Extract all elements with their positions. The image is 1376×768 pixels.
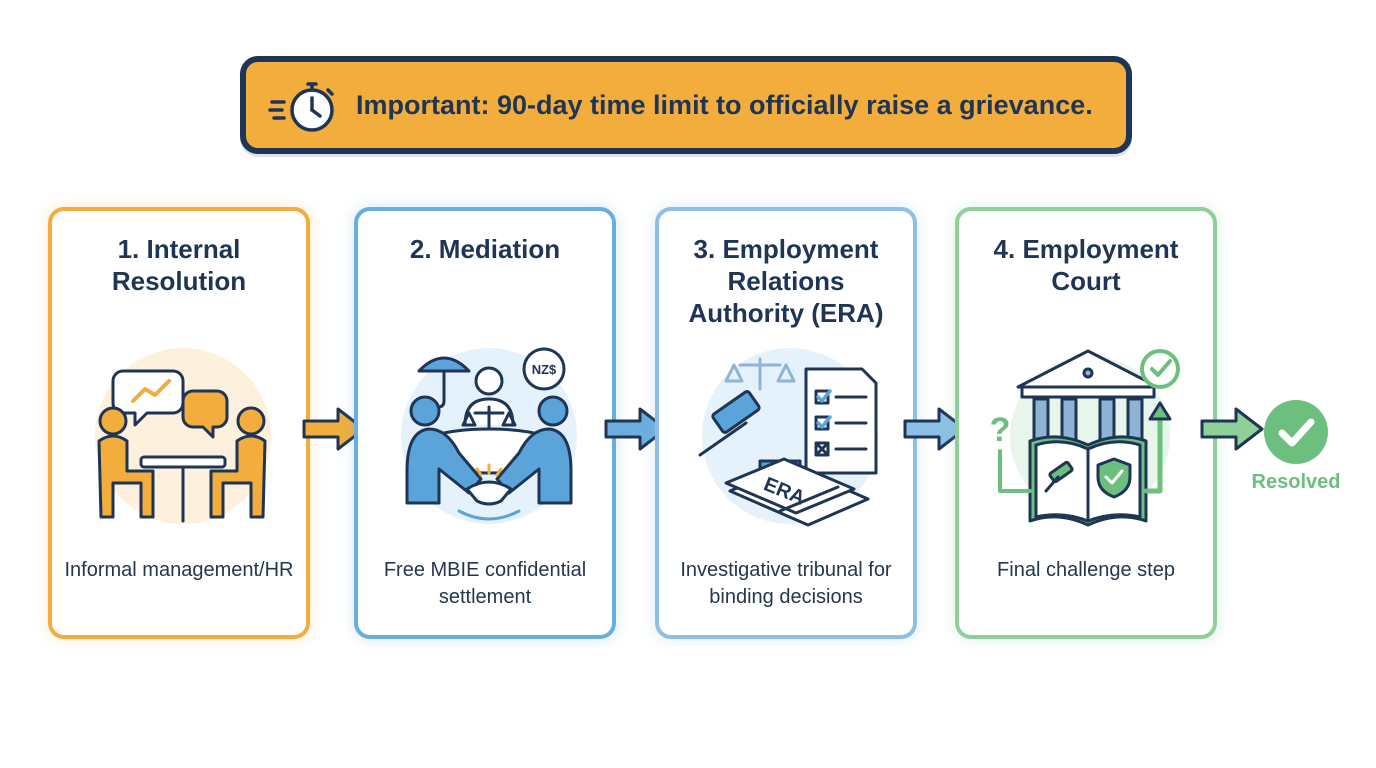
step-description: Free MBIE confidential settlement — [383, 559, 587, 608]
mediation-handshake-icon: NZ$ — [401, 347, 577, 524]
time-limit-banner: Important: 90-day time limit to official… — [240, 56, 1132, 154]
step-card-mediation: 2. Mediation NZ$ Free MBIE con — [354, 207, 616, 639]
arrow-right-icon — [604, 407, 668, 451]
step-title: 1. Internal Resolution — [111, 234, 247, 296]
arrow-right-icon — [903, 407, 967, 451]
step-description: Final challenge step — [997, 559, 1175, 581]
currency-badge: NZ$ — [532, 362, 557, 377]
banner-text: Important: 90-day time limit to official… — [356, 90, 1093, 120]
svg-text:?: ? — [990, 411, 1010, 449]
resolved-label: Resolved — [1251, 471, 1341, 493]
check-circle-icon — [1264, 400, 1328, 464]
step-card-employment-court: 4. Employment Court ? Final challenge st — [955, 207, 1217, 639]
step-title: 4. Employment Court — [993, 234, 1179, 296]
step-description: Investigative tribunal for binding decis… — [680, 559, 892, 608]
gavel-document-icon: ERA — [698, 348, 878, 527]
arrow-right-icon — [302, 407, 366, 451]
step-card-internal-resolution: 1. Internal Resolution Informal manageme… — [48, 207, 310, 639]
meeting-table-icon — [95, 348, 271, 524]
arrow-right-icon — [1200, 407, 1264, 451]
step-description: Informal management/HR — [64, 559, 294, 581]
courthouse-icon: ? — [990, 349, 1180, 527]
stopwatch-icon — [268, 82, 334, 132]
step-title: 3. Employment Relations Authority (ERA) — [688, 234, 884, 328]
step-card-era: 3. Employment Relations Authority (ERA) — [655, 207, 917, 639]
step-title: 2. Mediation — [409, 234, 561, 264]
